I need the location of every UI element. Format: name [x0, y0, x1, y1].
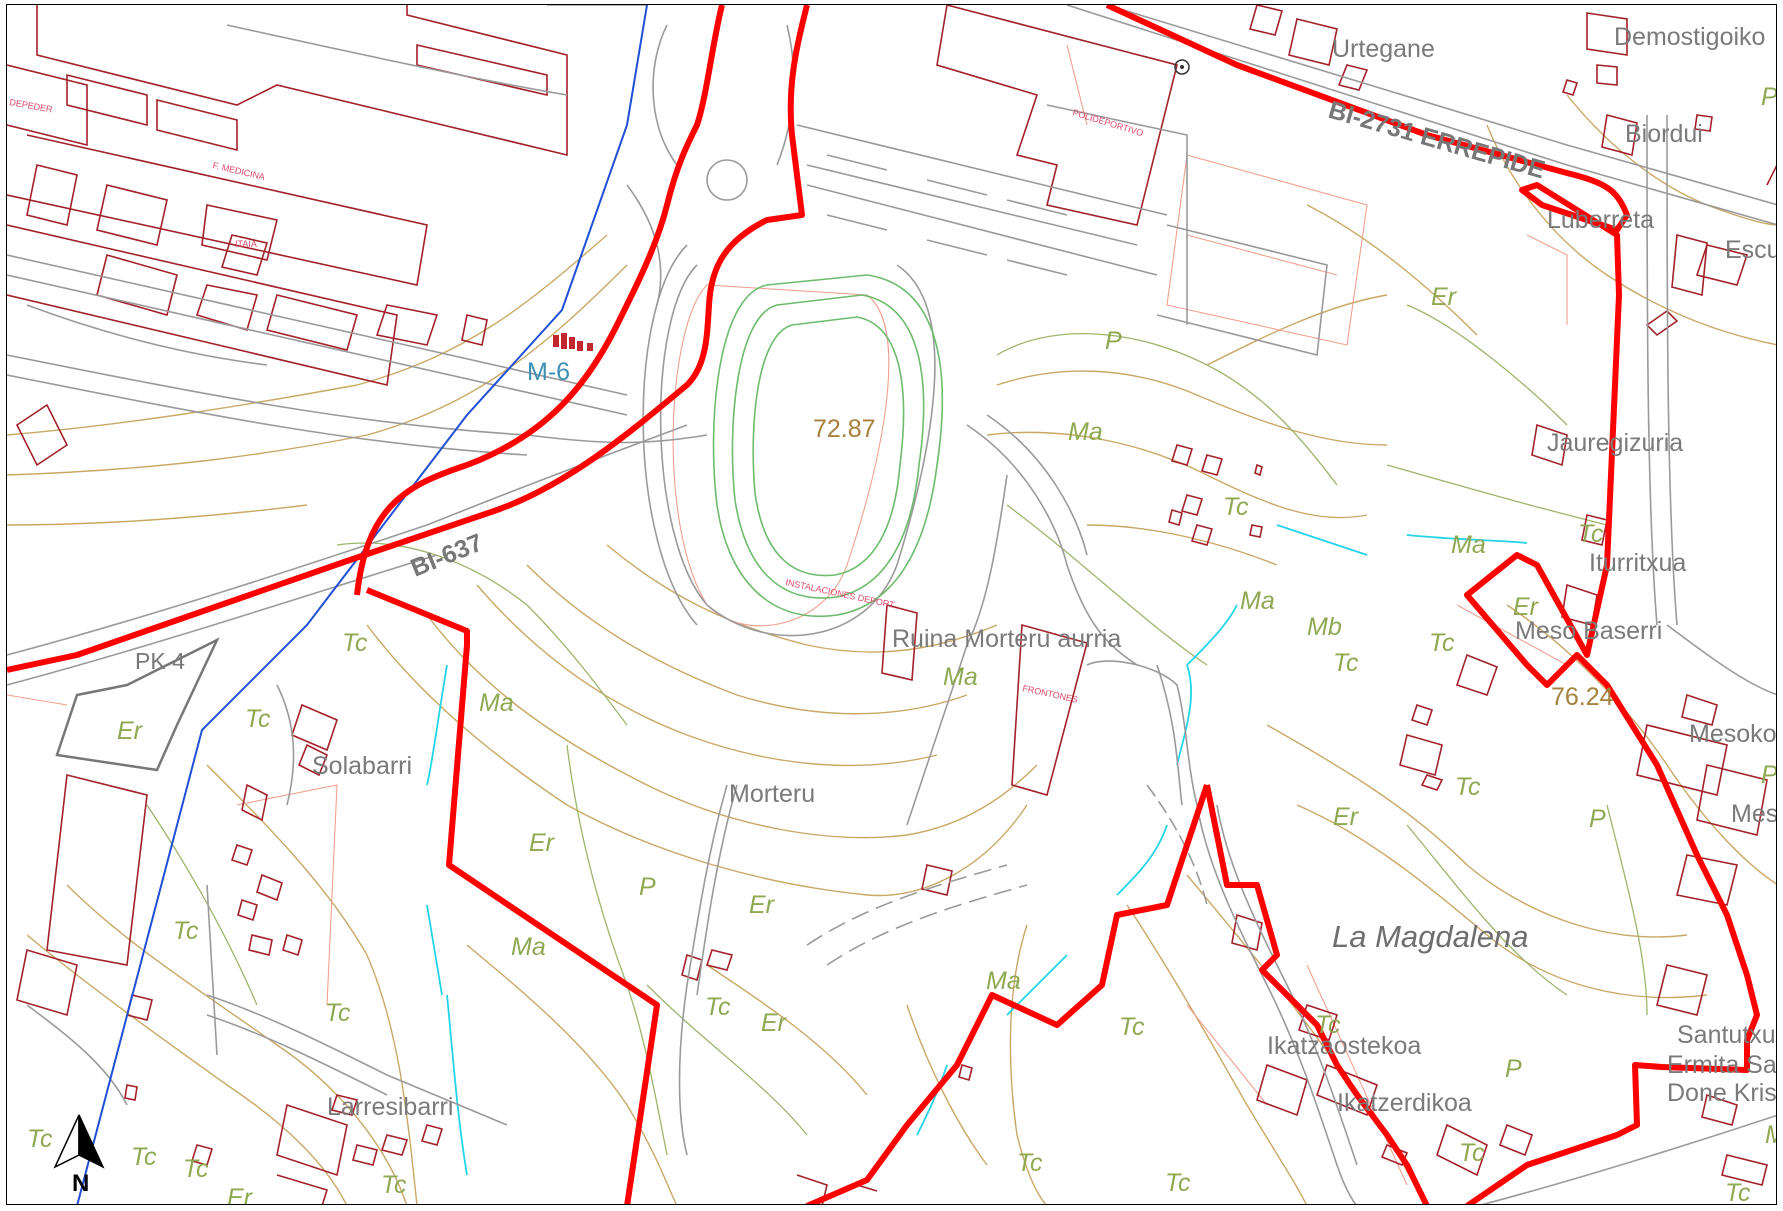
survey-marker-icon [1174, 59, 1190, 75]
land-use-codes: Er P Ma Tc Ma Ma Mb Er Tc Tc Tc Tc Er P … [27, 83, 1777, 1205]
pk-label: PK 4 [135, 648, 185, 674]
map-frame[interactable]: Urtegane Demostigoiko Biordui Luberreta … [6, 4, 1777, 1205]
place-demostigoiko: Demostigoiko [1614, 23, 1765, 51]
north-arrow-icon: N [53, 1114, 105, 1197]
place-done-kristo: Done Kris [1667, 1079, 1777, 1107]
elevation-76-24: 76.24 [1551, 683, 1614, 711]
place-biordui: Biordui [1625, 120, 1703, 148]
code-er: Er [529, 829, 556, 857]
code-ma: Ma [943, 663, 978, 691]
building-labels: POLIDEPORTIVO F. MEDICINA ITAIA INSTALAC… [9, 97, 1145, 705]
code-tc: Tc [1315, 1011, 1341, 1039]
north-arrow-label: N [72, 1170, 89, 1197]
building-label-depeder: DEPEDER [9, 97, 54, 114]
code-ma: Ma [986, 967, 1021, 995]
building-label-frontones: FRONTONES [1022, 683, 1079, 704]
code-tc: Tc [381, 1171, 407, 1199]
building-cluster-m6 [553, 333, 593, 351]
place-ikatzaostekoa: Ikatzaostekoa [1267, 1032, 1421, 1060]
code-ma: Ma [479, 689, 514, 717]
code-tc: Tc [27, 1125, 53, 1153]
place-escue: Escue [1725, 236, 1777, 264]
code-tc: Tc [325, 999, 351, 1027]
plan-boundary [7, 5, 1760, 1204]
code-tc: Tc [183, 1155, 209, 1183]
code-tc: Tc [1333, 649, 1359, 677]
athletics-track [712, 274, 944, 618]
region-label-la-magdalena: La Magdalena [1332, 919, 1529, 954]
place-ikatzerdikoa: Ikatzerdikoa [1337, 1089, 1472, 1117]
code-ma: Ma [1451, 531, 1486, 559]
code-tc: Tc [1165, 1169, 1191, 1197]
code-p: P [1761, 761, 1777, 789]
code-tc: Tc [1459, 1139, 1485, 1167]
place-mesokot: Mesokot [1689, 720, 1777, 748]
parcel-lines [7, 44, 1568, 1186]
code-p: P [1105, 327, 1122, 355]
place-luberreta: Luberreta [1547, 206, 1654, 234]
code-p: P [1505, 1055, 1522, 1083]
code-m: M [1765, 1121, 1777, 1149]
place-iturritxua: Iturritxua [1589, 549, 1686, 577]
code-er: Er [761, 1009, 788, 1037]
code-er: Er [117, 717, 144, 745]
code-mb: Mb [1307, 613, 1342, 641]
topographic-map[interactable]: Urtegane Demostigoiko Biordui Luberreta … [7, 5, 1777, 1205]
place-solabarri: Solabarri [312, 752, 412, 780]
road-labels: BI-2731 ERREPIDE BI-637 PK 4 M-6 [135, 96, 1548, 674]
place-meso-baserri: Meso Baserri [1515, 617, 1662, 645]
code-er: Er [749, 891, 776, 919]
code-tc: Tc [342, 629, 368, 657]
code-tc: Tc [705, 993, 731, 1021]
place-urtegane: Urtegane [1332, 35, 1435, 63]
code-tc: Tc [1429, 629, 1455, 657]
m6-label: M-6 [527, 358, 570, 386]
code-ma: Ma [1240, 587, 1275, 615]
elevation-labels: 72.87 76.24 [813, 415, 1614, 711]
code-tc: Tc [245, 705, 271, 733]
place-meso: Meso [1731, 800, 1777, 828]
code-er: Er [1513, 593, 1540, 621]
vegetation-boundaries [146, 304, 1648, 1156]
place-labels: Urtegane Demostigoiko Biordui Luberreta … [312, 23, 1777, 1121]
place-larresibarri: Larresibarri [327, 1093, 453, 1121]
code-tc: Tc [1578, 520, 1604, 548]
code-tc: Tc [1725, 1179, 1751, 1205]
code-ma: Ma [511, 933, 546, 961]
code-tc: Tc [1223, 493, 1249, 521]
place-santutxu: Santutxu [1677, 1021, 1776, 1049]
code-er: Er [227, 1184, 254, 1205]
code-p: P [639, 873, 656, 901]
place-jauregizuria: Jauregizuria [1547, 429, 1683, 457]
code-p: P [1589, 805, 1606, 833]
code-tc: Tc [1017, 1149, 1043, 1177]
place-ruina-morteru: Ruina Morteru aurria [892, 625, 1121, 653]
buildings [7, 5, 1776, 1204]
building-label-itaia: ITAIA [235, 239, 257, 249]
building-label-instalaciones: INSTALACIONES DEPORT. [785, 577, 897, 610]
code-ma: Ma [1068, 418, 1103, 446]
place-morteru: Morteru [729, 780, 815, 808]
code-er: Er [1431, 283, 1458, 311]
road-label-bi2731: BI-2731 ERREPIDE [1325, 96, 1548, 185]
code-p: P [1761, 83, 1777, 111]
code-er: Er [1333, 803, 1360, 831]
watercourses [426, 524, 1528, 1176]
code-tc: Tc [131, 1143, 157, 1171]
transmission-line [76, 5, 648, 1204]
elevation-72-87: 72.87 [813, 415, 876, 443]
place-ermita: Ermita Sa [1667, 1051, 1777, 1079]
code-tc: Tc [173, 917, 199, 945]
roads [7, 5, 1776, 1204]
code-tc: Tc [1119, 1013, 1145, 1041]
code-tc: Tc [1455, 773, 1481, 801]
